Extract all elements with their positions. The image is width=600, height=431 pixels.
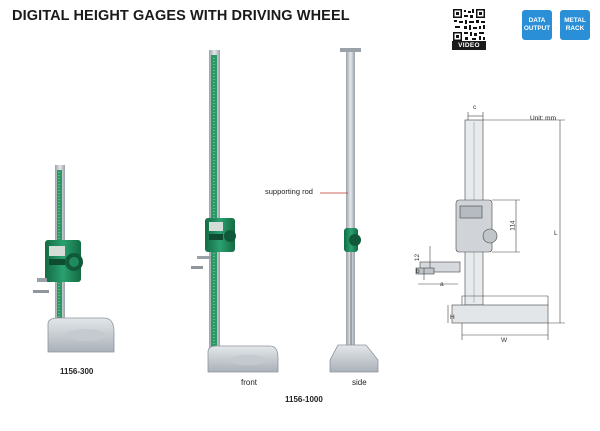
supporting-rod-label: supporting rod bbox=[265, 187, 313, 196]
badge-line: RACK bbox=[565, 25, 585, 32]
side-view-label: side bbox=[352, 378, 367, 387]
dim-L: L bbox=[554, 230, 558, 237]
dim-12: 12 bbox=[414, 253, 422, 262]
qr-code-icon[interactable] bbox=[452, 8, 486, 42]
unit-label: Unit: mm bbox=[530, 115, 556, 122]
dim-114: 114 bbox=[509, 220, 517, 231]
large-height-gage-front bbox=[191, 50, 279, 373]
page-title: DIGITAL HEIGHT GAGES WITH DRIVING WHEEL bbox=[12, 8, 350, 24]
badge-line: OUTPUT bbox=[523, 25, 551, 32]
dim-c: c bbox=[473, 104, 477, 111]
metal-rack-badge: METAL RACK bbox=[560, 10, 590, 40]
badge-line: METAL bbox=[564, 17, 586, 24]
data-output-badge: DATA OUTPUT bbox=[522, 10, 552, 40]
large-height-gage-side bbox=[320, 48, 379, 373]
front-view-label: front bbox=[241, 378, 258, 387]
badge-line: DATA bbox=[528, 17, 546, 24]
model-label-small: 1156-300 bbox=[60, 367, 94, 376]
video-label: VIDEO bbox=[452, 41, 486, 50]
dim-b: b bbox=[416, 268, 420, 275]
dim-a: a bbox=[440, 281, 444, 288]
dimension-diagram bbox=[415, 112, 565, 340]
dim-H: H bbox=[450, 314, 455, 321]
model-label-large: 1156-1000 bbox=[285, 395, 323, 404]
dim-W: W bbox=[501, 337, 508, 344]
small-height-gage bbox=[33, 165, 115, 353]
